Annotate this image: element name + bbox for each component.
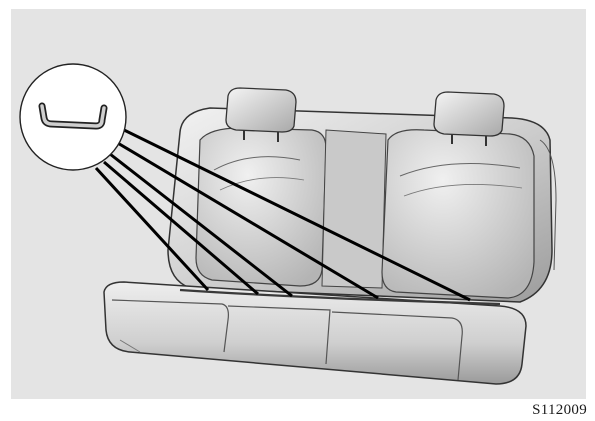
callout-magnifier: [19, 63, 127, 171]
child-seat-anchor-icon: [38, 102, 108, 130]
leader-line-5: [94, 166, 210, 292]
seat-back: [167, 107, 557, 303]
leader-line-3: [109, 152, 293, 298]
headrest-left: [225, 87, 297, 142]
leader-line-2: [115, 140, 379, 300]
figure-code: S112009: [532, 402, 587, 418]
leader-lines: [94, 126, 471, 302]
headrest-right: [433, 91, 505, 146]
leader-line-1: [119, 126, 471, 302]
seat-cushion: [103, 281, 527, 385]
leader-line-4: [103, 160, 259, 296]
